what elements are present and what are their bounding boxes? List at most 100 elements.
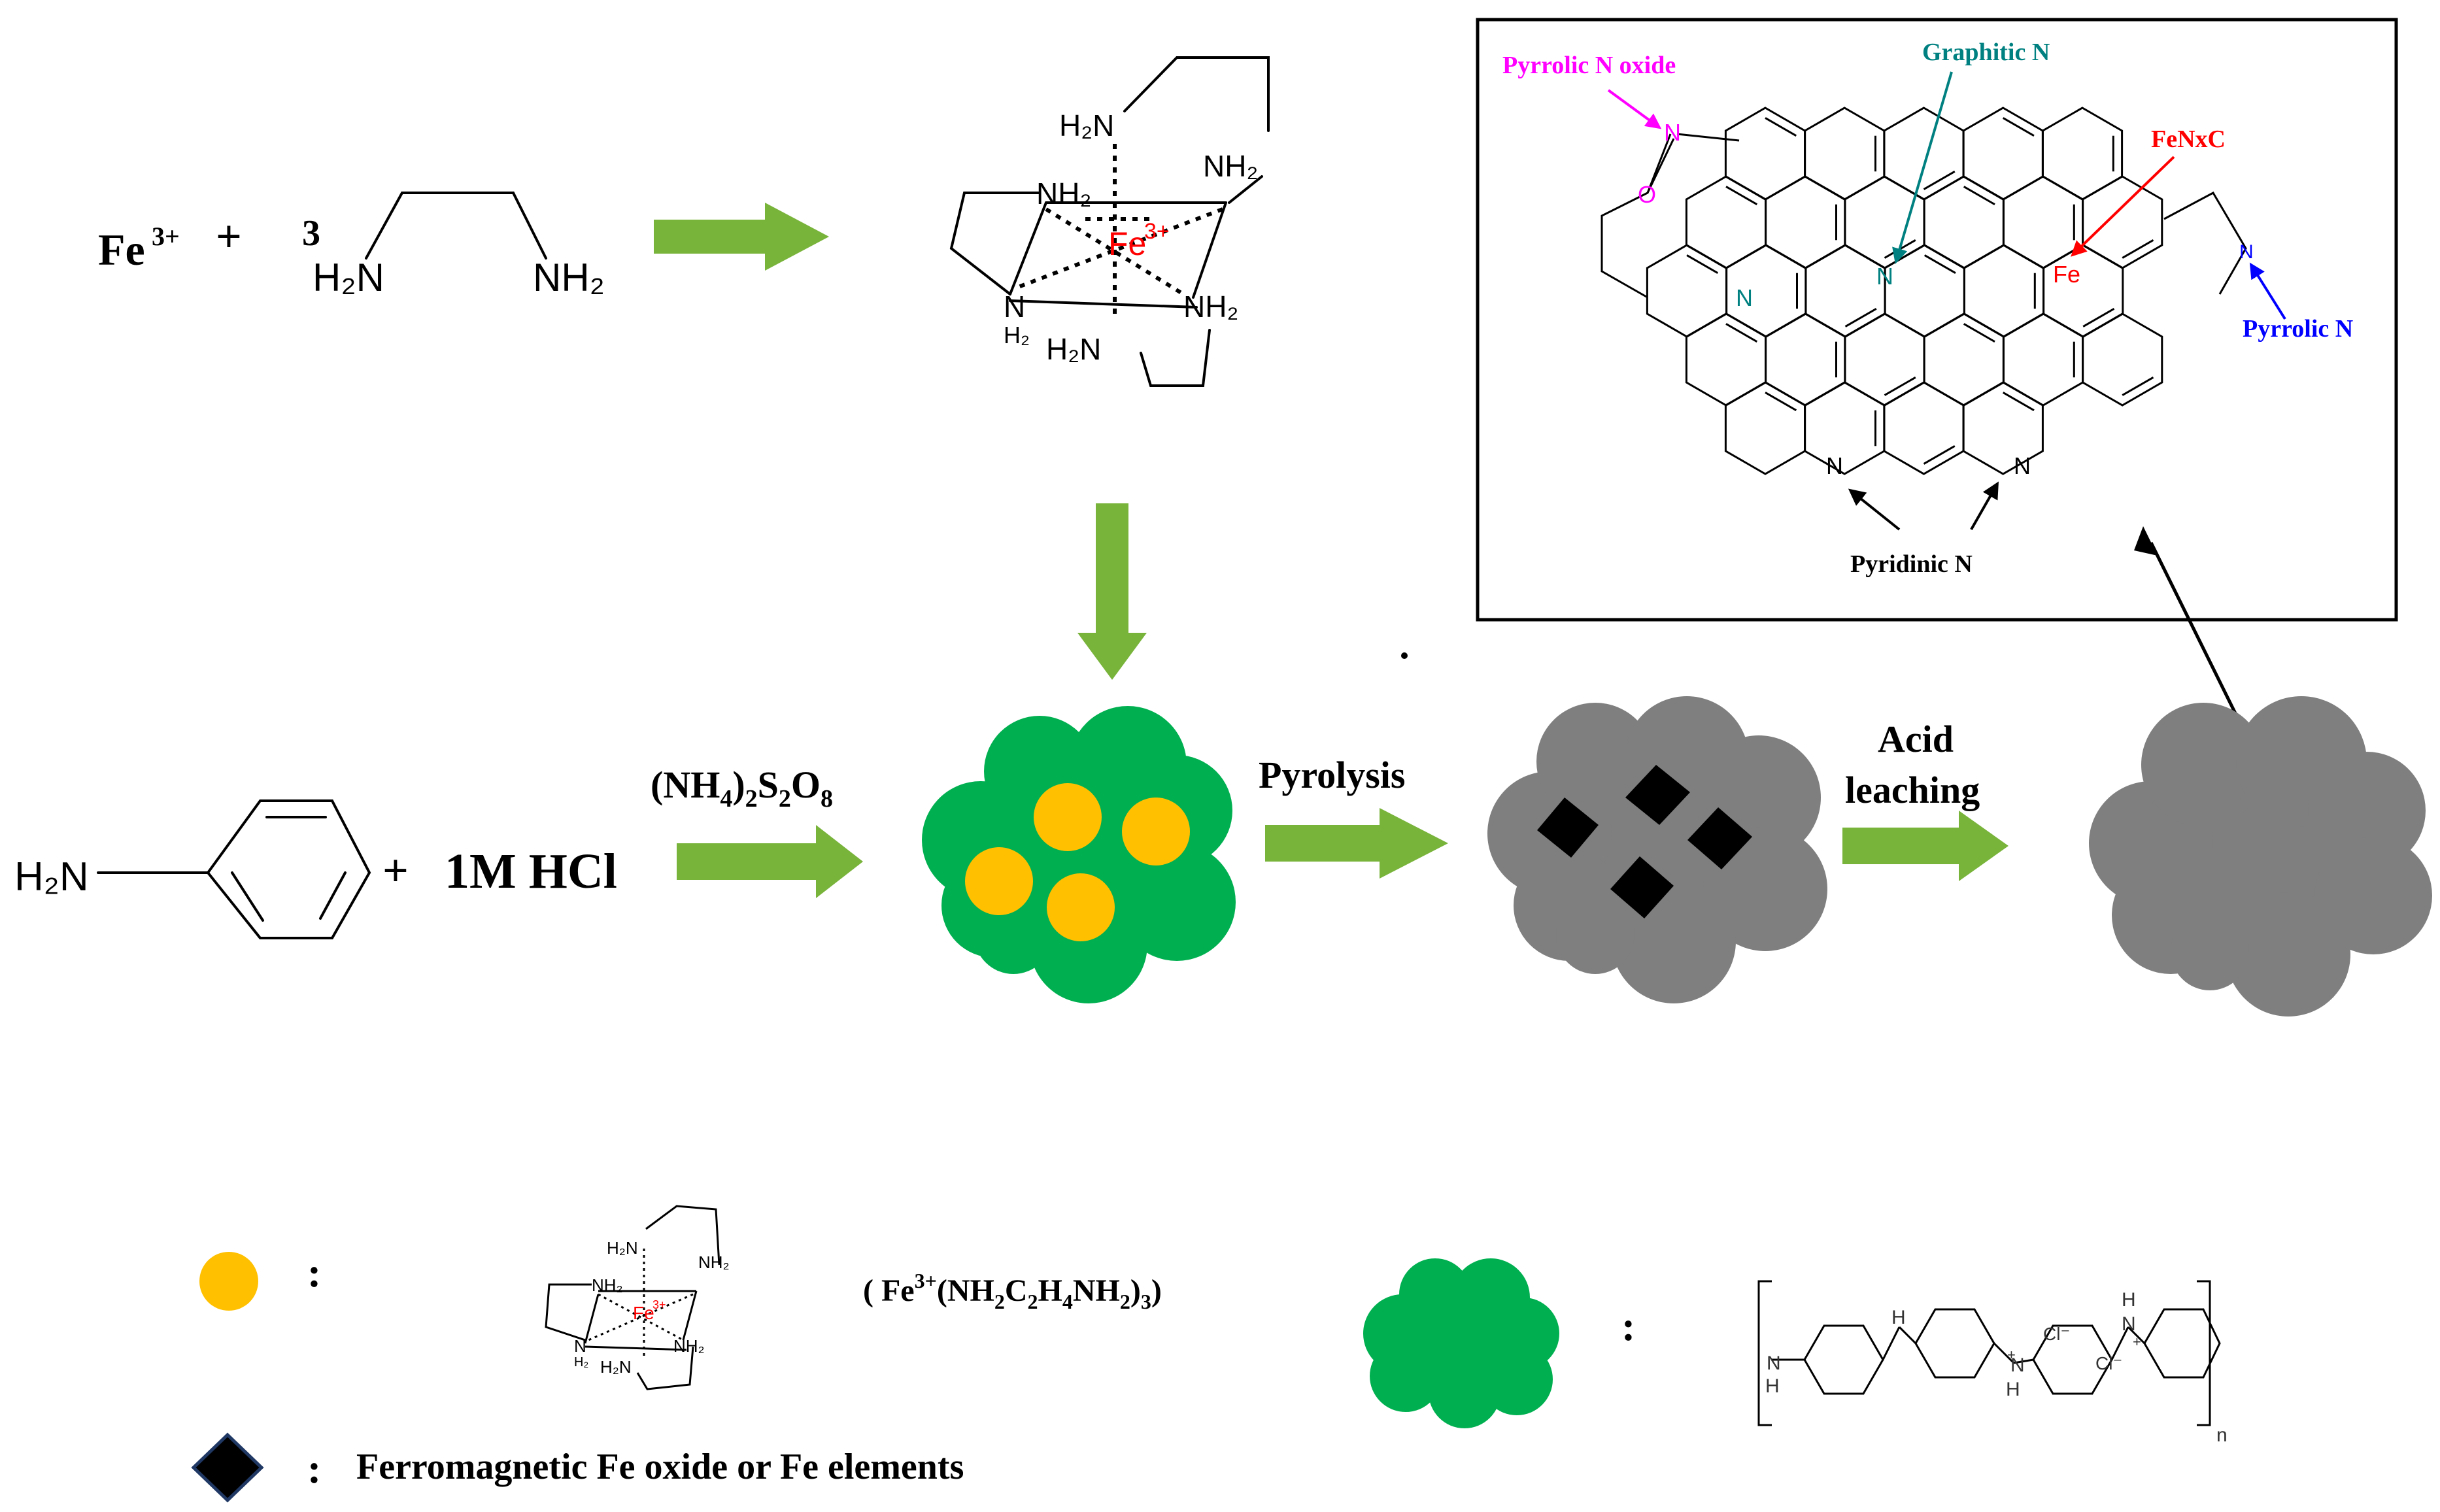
complex-amine-right-bottom: NH₂ — [1183, 290, 1238, 324]
legend-complex-amine-4: NH₂ — [673, 1336, 705, 1356]
complex-amine-bottom: H₂N — [1046, 332, 1101, 366]
legend-diamond-swatch — [191, 1432, 264, 1503]
double-bond — [1963, 323, 1995, 343]
pani-h-3: H — [2006, 1379, 2020, 1400]
acid-label: 1M HCl — [445, 844, 617, 899]
pani-subscript-n: n — [2216, 1424, 2228, 1446]
label-pyridinic-n: Pyridinic N — [1850, 550, 1973, 578]
pani-h-4: H — [2122, 1289, 2136, 1311]
legend-complex-h2: H₂ — [574, 1355, 588, 1369]
pani-fe-complex-composite — [922, 706, 1236, 1003]
fe-en3-complex: H₂N NH₂ NH₂ N H₂ NH₂ H₂N Fe 3+ — [949, 56, 1270, 387]
arrow-pyrolysis — [1265, 808, 1448, 879]
en-right-amine: NH₂ — [533, 256, 605, 299]
acid-leaching-label: Acid leaching — [1845, 718, 1980, 811]
aniline-structure: H₂N — [14, 799, 371, 939]
pani-n-3: N — [2122, 1313, 2136, 1335]
legend-fe-description: Ferromagnetic Fe oxide or Fe elements — [356, 1447, 964, 1487]
carbonized-product — [1487, 696, 1827, 1003]
atom-n-pyridinic-1: N — [1826, 452, 1843, 479]
nitrogen-doped-graphene-lattice — [1646, 107, 2163, 475]
double-bond — [1963, 186, 1995, 205]
complex-fe-charge: 3+ — [1144, 219, 1170, 244]
arrow-complexation — [654, 203, 829, 271]
pyrolysis-label: Pyrolysis — [1259, 754, 1406, 796]
label-pyrrolic-n-oxide: Pyrrolic N oxide — [1502, 52, 1676, 79]
double-bond — [1923, 171, 1956, 190]
pani-cl-2: Cl⁻ — [2095, 1353, 2122, 1373]
plus-sign-2: + — [382, 846, 409, 896]
legend-complex-fe-charge: 3+ — [652, 1298, 666, 1311]
complex-amine-top: H₂N — [1059, 109, 1114, 143]
pani-plus-1: + — [2007, 1347, 2016, 1363]
double-bond — [1725, 323, 1758, 343]
double-bond — [1844, 308, 1877, 328]
complex-h2: H₂ — [1004, 322, 1030, 348]
legend-gold-swatch — [199, 1252, 258, 1311]
atom-n-graphitic-2: N — [1876, 263, 1893, 290]
legend-complex-n: N — [574, 1336, 586, 1356]
legend-complex-formula: ( Fe3+(NH2C2H4NH2)3) — [863, 1269, 1162, 1313]
legend-complex-fe: Fe — [633, 1303, 654, 1323]
pani-cl-1: Cl⁻ — [2043, 1324, 2070, 1344]
legend-complex-amine-2: NH₂ — [698, 1252, 730, 1272]
en-left-amine: H₂N — [313, 256, 384, 299]
atom-n-oxide: N — [1664, 119, 1681, 146]
hex-ring — [1962, 381, 2044, 475]
legend-complex-amine-3: NH₂ — [592, 1275, 623, 1295]
arrow-polymerization-down — [1077, 503, 1147, 680]
ethylenediamine-structure: H₂N NH₂ — [313, 192, 605, 299]
pani-n-2: N — [2010, 1354, 2025, 1376]
legend-colon-1: : — [307, 1249, 321, 1296]
double-bond — [1765, 117, 1797, 137]
label-fenxc: FeNxC — [2151, 126, 2226, 153]
fe-ion-label: Fe 3+ — [98, 222, 180, 275]
pani-h-1: H — [1765, 1375, 1780, 1397]
pani-n-1: N — [1767, 1352, 1781, 1374]
stoichiometric-coefficient: 3 — [302, 213, 320, 254]
stray-dot — [1401, 652, 1408, 659]
double-bond — [2082, 308, 2115, 328]
atom-n-pyridinic-2: N — [2014, 452, 2031, 479]
oxidant-label: (NH4)2S2O8 — [651, 764, 833, 813]
legend-colon-2: : — [1621, 1303, 1635, 1349]
atom-o: O — [1638, 181, 1656, 208]
double-bond — [2122, 377, 2154, 396]
double-bond — [1884, 377, 1916, 396]
carbon-cloud — [1487, 696, 1827, 1003]
legend-complex-amine-1: H₂N — [607, 1238, 638, 1258]
hex-ring — [2082, 312, 2163, 407]
legend-colon-3: : — [307, 1445, 321, 1492]
double-bond — [1923, 254, 1956, 274]
svg-text:leaching: leaching — [1845, 769, 1980, 811]
atom-n-pyrrolic: N — [2239, 241, 2254, 263]
double-bond — [1686, 254, 1719, 274]
complex-amine-right-top: NH₂ — [1203, 149, 1258, 183]
pani-h-2: H — [1891, 1307, 1906, 1328]
double-bond — [2002, 392, 2035, 411]
polyaniline-structure: N H H N + H Cl⁻ N H + Cl⁻ n — [1757, 1280, 2228, 1446]
pani-plus-2: + — [2133, 1334, 2141, 1350]
fe-particles — [1537, 765, 1752, 918]
aniline-amine: H₂N — [14, 854, 89, 899]
legend-complex-structure: H₂N NH₂ NH₂ N H₂ NH₂ H₂N Fe 3+ — [545, 1205, 730, 1390]
double-bond — [1765, 392, 1797, 411]
double-bond — [1923, 445, 1956, 465]
legend-complex-amine-5: H₂N — [600, 1357, 632, 1377]
label-pyrrolic-n: Pyrrolic N — [2243, 315, 2353, 343]
plus-sign: + — [216, 212, 242, 262]
double-bond — [1725, 186, 1758, 205]
double-bond — [2122, 239, 2154, 259]
legend-green-swatch — [1363, 1258, 1559, 1428]
arrow-acid-leaching — [1842, 811, 2008, 881]
legend: : H₂N NH₂ NH₂ N H₂ NH₂ H₂N Fe 3+ ( Fe3+(… — [191, 1205, 2228, 1503]
complex-fe-center: Fe — [1108, 226, 1146, 262]
label-graphitic-n: Graphitic N — [1922, 39, 2050, 66]
double-bond — [2002, 117, 2035, 137]
svg-text:Fe: Fe — [98, 225, 145, 275]
fe-en3-particles — [965, 783, 1190, 941]
atom-fe: Fe — [2053, 261, 2080, 288]
svg-text:Acid: Acid — [1878, 718, 1954, 760]
